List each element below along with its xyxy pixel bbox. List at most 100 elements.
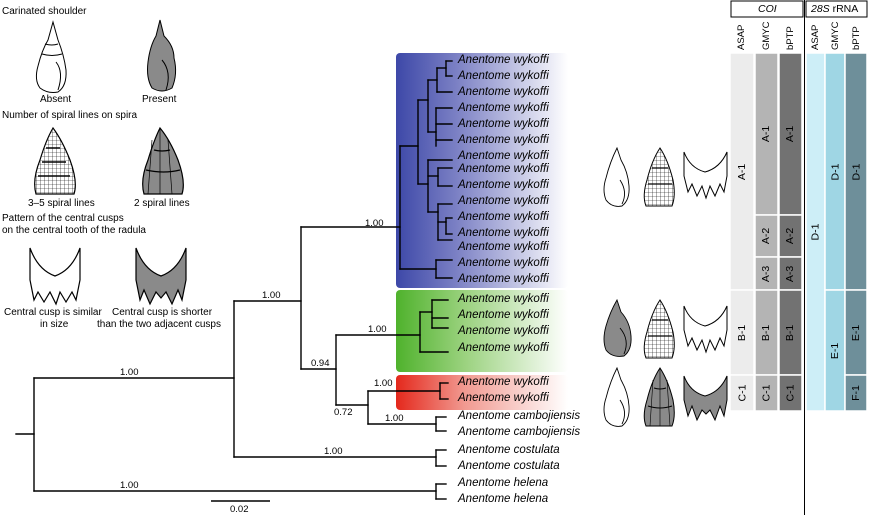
spiral-2-drawing xyxy=(142,126,184,195)
bptp-coi-a3-label: A-3 xyxy=(784,265,797,282)
taxon-label: Anentome wykoffi xyxy=(458,195,549,207)
taxon-label: Anentome wykoffi xyxy=(458,392,549,404)
legend-cusp-similar-2: in size xyxy=(40,319,69,330)
method-header: GMYC xyxy=(830,21,841,51)
taxon-label: Anentome wykoffi xyxy=(458,102,549,114)
bptp-28s-f1-label: F-1 xyxy=(850,385,862,401)
legend-spiral-35: 3–5 spiral lines xyxy=(28,198,95,209)
bptp-coi-c1-label: C-1 xyxy=(784,384,797,402)
asap-coi-a1-label: A-1 xyxy=(736,163,748,180)
gmyc-coi-c1 xyxy=(754,374,779,412)
taxon-label: Anentome helena xyxy=(458,493,549,505)
support-red-camb: 0.72 xyxy=(334,407,353,418)
legend-spiral-2: 2 spiral lines xyxy=(134,198,190,209)
blue-radula-icon xyxy=(683,151,728,200)
taxon-label: Anentome wykoffi xyxy=(458,325,549,337)
method-header: ASAP xyxy=(810,24,821,50)
method-header: GMYC xyxy=(761,21,772,51)
taxon-label: Anentome wykoffi xyxy=(458,293,549,305)
taxon-label: Anentome wykoffi xyxy=(458,118,549,130)
support-green-red-camb: 0.94 xyxy=(311,358,330,369)
coi-header-box xyxy=(730,0,804,18)
asap-coi-b1-label: B-1 xyxy=(736,324,748,341)
taxon-label: Anentome costulata xyxy=(458,460,560,472)
legend-cusp-similar-1: Central cusp is similar xyxy=(4,307,102,318)
support-cambojiensis: 1.00 xyxy=(385,413,404,424)
bptp-coi-a2-label: A-2 xyxy=(784,227,797,245)
radula-shorter-drawing xyxy=(135,247,187,306)
taxon-label: Anentome wykoffi xyxy=(458,273,549,285)
green-radula-icon xyxy=(683,305,728,354)
red-clade-box xyxy=(396,375,568,410)
bptp-coi-a1-label: A-1 xyxy=(784,125,797,143)
legend-cusp-shorter-2: than the two adjacent cusps xyxy=(97,319,221,330)
gmyc-coi-c1-label: C-1 xyxy=(760,384,773,402)
method-header: ASAP xyxy=(736,24,747,50)
red-radula-icon xyxy=(683,375,728,422)
method-header: bPTP xyxy=(785,26,796,50)
taxon-label: Anentome wykoffi xyxy=(458,86,549,98)
legend-spiral-title: Number of spiral lines on spira xyxy=(2,110,138,121)
taxon-label: Anentome wykoffi xyxy=(458,54,549,66)
radula-similar-drawing xyxy=(29,247,81,306)
red-shell-icon xyxy=(603,366,630,427)
rrna-header: 28S rRNA xyxy=(811,4,858,15)
taxon-label: Anentome wykoffi xyxy=(458,150,549,162)
blue-spiral-icon xyxy=(643,147,675,207)
bptp-coi-c1 xyxy=(778,374,803,412)
support-red-clade: 1.00 xyxy=(374,378,393,389)
taxon-label: Anentome wykoffi xyxy=(458,163,549,175)
blue-clade-box xyxy=(396,53,568,288)
legend-shoulder-title: Carinated shoulder xyxy=(2,6,87,17)
legend-cusps-title-1: Pattern of the central cusps xyxy=(2,213,124,224)
bptp-28s-f1 xyxy=(844,374,868,412)
method-header: bPTP xyxy=(851,26,862,50)
legend-shoulder-absent: Absent xyxy=(40,94,72,105)
asap-coi-c1 xyxy=(729,374,755,412)
spiral-35-drawing xyxy=(34,126,76,195)
legend-cusps-title-2: on the central tooth of the radula xyxy=(2,225,146,236)
gmyc-28s-e1-label: E-1 xyxy=(829,342,841,359)
rrna-header-box xyxy=(805,0,868,18)
taxon-label: Anentome wykoffi xyxy=(458,309,549,321)
taxon-label: Anentome helena xyxy=(458,477,549,489)
taxon-label: Anentome wykoffi xyxy=(458,227,549,239)
bptp-28s-e1-label: E-1 xyxy=(850,324,862,341)
shell-present-drawing xyxy=(147,19,177,92)
taxon-label: Anentome wykoffi xyxy=(458,179,549,191)
legend-shoulder-present: Present xyxy=(142,94,177,105)
delimitation-bars xyxy=(729,52,868,412)
taxon-label: Anentome wykoffi xyxy=(458,134,549,146)
asap-coi-c1-label: C-1 xyxy=(735,384,748,402)
scale-bar-label: 0.02 xyxy=(230,504,249,515)
asap-28s-d1-label: D-1 xyxy=(809,223,822,241)
taxon-label: Anentome wykoffi xyxy=(458,257,549,269)
coi-header: COI xyxy=(758,3,777,15)
taxon-label: Anentome wykoffi xyxy=(458,376,549,388)
asap-coi-b1 xyxy=(729,289,755,376)
gmyc-coi-a3-label: A-3 xyxy=(760,265,773,282)
taxon-label: Anentome cambojiensis xyxy=(458,410,581,422)
bptp-28s-d1-label: D-1 xyxy=(849,163,862,180)
green-shell-icon xyxy=(603,298,632,357)
rrna-header-italic: 28S xyxy=(811,3,830,15)
bptp-coi-b1-label: B-1 xyxy=(784,324,797,341)
taxon-label: Anentome wykoffi xyxy=(458,342,549,354)
gmyc-coi-b1-label: B-1 xyxy=(760,324,773,341)
rrna-header-rest: rRNA xyxy=(829,3,859,15)
gmyc-coi-a2-label: A-2 xyxy=(760,227,773,245)
support-wykoffi-all: 1.00 xyxy=(262,290,281,301)
support-green-clade: 1.00 xyxy=(368,324,387,335)
taxon-label: Anentome cambojiensis xyxy=(458,426,581,438)
gmyc-coi-a1-label: A-1 xyxy=(760,125,773,143)
blue-shell-icon xyxy=(603,146,630,207)
support-helena: 1.00 xyxy=(120,480,139,491)
support-costulata: 1.00 xyxy=(324,446,343,457)
red-spiral-icon xyxy=(643,367,675,427)
taxon-label: Anentome costulata xyxy=(458,444,560,456)
taxon-label: Anentome wykoffi xyxy=(458,241,549,253)
taxon-label: Anentome wykoffi xyxy=(458,70,549,82)
support-blue-clade: 1.00 xyxy=(365,218,384,229)
taxon-label: Anentome wykoffi xyxy=(458,211,549,223)
